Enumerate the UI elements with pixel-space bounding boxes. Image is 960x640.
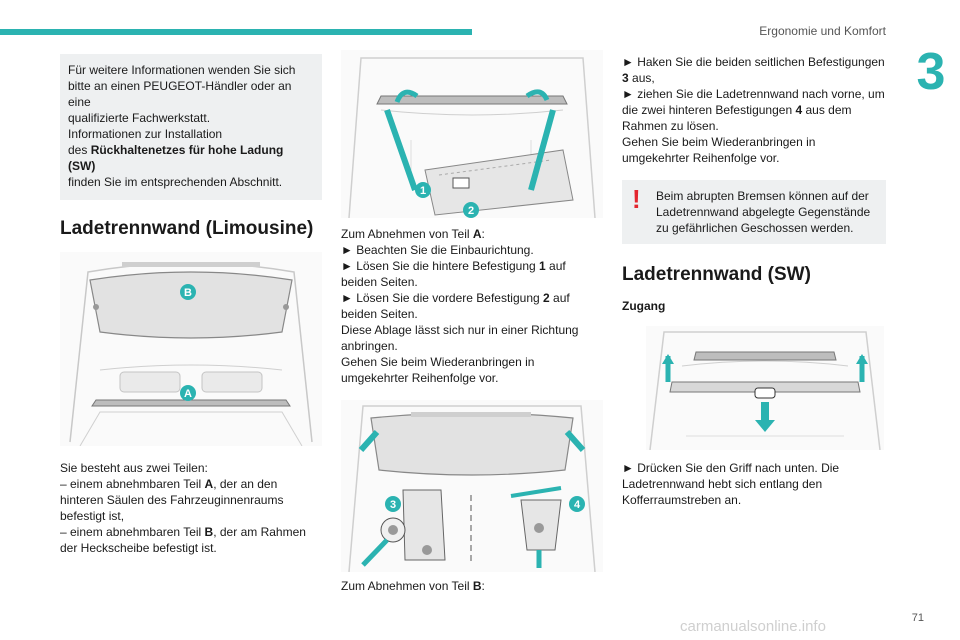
column-middle: 1 2 Zum Abnehmen von Teil A: ► Beachten … (341, 50, 603, 594)
label-1: 1 (420, 185, 426, 197)
info-bold: Rückhaltenetzes für hohe Ladung (SW) (68, 143, 284, 173)
info-box: Für weitere Informationen wenden Sie sic… (60, 54, 322, 200)
column-right: ► Haken Sie die beiden seitlichen Befest… (622, 54, 886, 508)
text-fragment: aus, (628, 71, 655, 85)
text-fragment: , der an den hinteren Säulen des Fahrzeu… (60, 477, 284, 523)
label-3: 3 (390, 499, 396, 511)
figure-remove-part-a: 1 2 (341, 50, 603, 218)
note: Diese Ablage lässt sich nur in einer Ric… (341, 323, 579, 353)
part-label: B (204, 525, 214, 539)
text-fragment: : (481, 227, 485, 241)
text-fragment: aus dem Rahmen zu lösen. (622, 103, 852, 133)
info-line: Informationen zur Installation (68, 127, 223, 141)
part-label: B (472, 579, 482, 593)
text-fragment: ► Lösen Sie die hintere Befestigung (341, 259, 540, 273)
step: ► Beachten Sie die Einbaurichtung. (341, 243, 534, 257)
remove-b-title: Zum Abnehmen von Teil B: (341, 578, 603, 594)
text-fragment: ► Lösen Sie die vordere Befestigung (341, 291, 544, 305)
intro-text: Sie besteht aus zwei Teilen: (60, 461, 208, 475)
info-line: bitte an einen PEUGEOT-Händler oder an e… (68, 79, 292, 109)
info-line: qualifizierte Fachwerkstatt. (68, 111, 211, 125)
step: ► Lösen Sie die hintere Befestigung 1 au… (341, 258, 603, 290)
subheading-access: Zugang (622, 299, 666, 313)
label-a: A (184, 388, 192, 400)
part-a-illustration: 1 2 (348, 57, 596, 218)
figure-limousine-trunk: B A (60, 252, 322, 446)
part-b-item: – einem abnehmbaren Teil B, der am Rahme… (60, 524, 322, 556)
remove-part-a-instructions: Zum Abnehmen von Teil A: ► Beachten Sie … (341, 226, 603, 386)
text-fragment: Zum Abnehmen von Teil (341, 227, 473, 241)
watermark: carmanualsonline.info (680, 618, 826, 635)
text-fragment: ► Haken Sie die beiden seitlichen Befest… (622, 55, 885, 69)
note: Gehen Sie beim Wiederanbringen in umgeke… (341, 355, 535, 385)
text-fragment: : (481, 579, 485, 593)
note: Gehen Sie beim Wiederanbringen in umgeke… (622, 135, 816, 165)
text-fragment: – einem abnehmbaren Teil (60, 525, 205, 539)
step: ► Haken Sie die beiden seitlichen Befest… (622, 54, 886, 86)
info-line: des Rückhaltenetzes für hohe Ladung (SW) (68, 142, 312, 174)
step: ► ziehen Sie die Ladetrennwand nach vorn… (622, 86, 886, 134)
text-fragment: Zum Abnehmen von Teil (341, 579, 473, 593)
info-text: des (68, 143, 91, 157)
fixing-label: 1 (539, 259, 546, 273)
text-fragment: , der am Rahmen der Heckscheibe befestig… (60, 525, 306, 555)
step: ► Lösen Sie die vordere Befestigung 2 au… (341, 290, 603, 322)
label-1-marker (415, 182, 431, 198)
info-line: finden Sie im entsprechenden Abschnitt. (68, 175, 283, 189)
remove-a-title: Zum Abnehmen von Teil A: (341, 226, 603, 242)
fixing-label: 3 (622, 71, 629, 85)
label-4: 4 (574, 499, 581, 511)
heading-limousine: Ladetrennwand (Limousine) (60, 218, 314, 239)
header-accent-bar (0, 29, 472, 35)
label-a-marker (180, 385, 196, 401)
figure-sw-access (646, 326, 884, 450)
fixing-label: 4 (795, 103, 803, 117)
warning-icon: ! (632, 184, 641, 214)
text-fragment: auf beiden Seiten. (341, 259, 566, 289)
parts-description: Sie besteht aus zwei Teilen: – einem abn… (60, 460, 322, 556)
figure-remove-part-b: 3 4 (341, 400, 603, 572)
info-line: Für weitere Informationen wenden Sie sic… (68, 63, 296, 77)
label-4-marker (569, 496, 585, 512)
warning-text: Beim abrupten Bremsen können auf der Lad… (656, 189, 871, 235)
part-a-item: – einem abnehmbaren Teil A, der an den h… (60, 476, 322, 524)
label-b-marker (180, 284, 196, 300)
column-left: Für weitere Informationen wenden Sie sic… (60, 54, 322, 556)
text-fragment: ► ziehen Sie die Ladetrennwand nach vorn… (622, 87, 885, 117)
part-label: A (472, 227, 482, 241)
text-fragment: auf beiden Seiten. (341, 291, 570, 321)
heading-sw: Ladetrennwand (SW) (622, 264, 811, 285)
chapter-number: 3 (902, 40, 960, 104)
label-b: B (184, 287, 192, 299)
warning-box: ! Beim abrupten Bremsen können auf der L… (622, 180, 886, 244)
section-title: Ergonomie und Komfort (759, 24, 886, 38)
page-number: 71 (911, 612, 924, 624)
trunk-illustration: B A (69, 262, 313, 446)
part-label: A (204, 477, 214, 491)
label-2-marker (463, 202, 479, 218)
access-instruction: ► Drücken Sie den Griff nach unten. Die … (622, 461, 840, 507)
label-2: 2 (468, 205, 474, 217)
part-b-illustration: 3 4 (348, 405, 596, 572)
label-3-marker (385, 496, 401, 512)
text-fragment: – einem abnehmbaren Teil (60, 477, 205, 491)
sw-illustration (649, 331, 881, 450)
fixing-label: 2 (543, 291, 550, 305)
